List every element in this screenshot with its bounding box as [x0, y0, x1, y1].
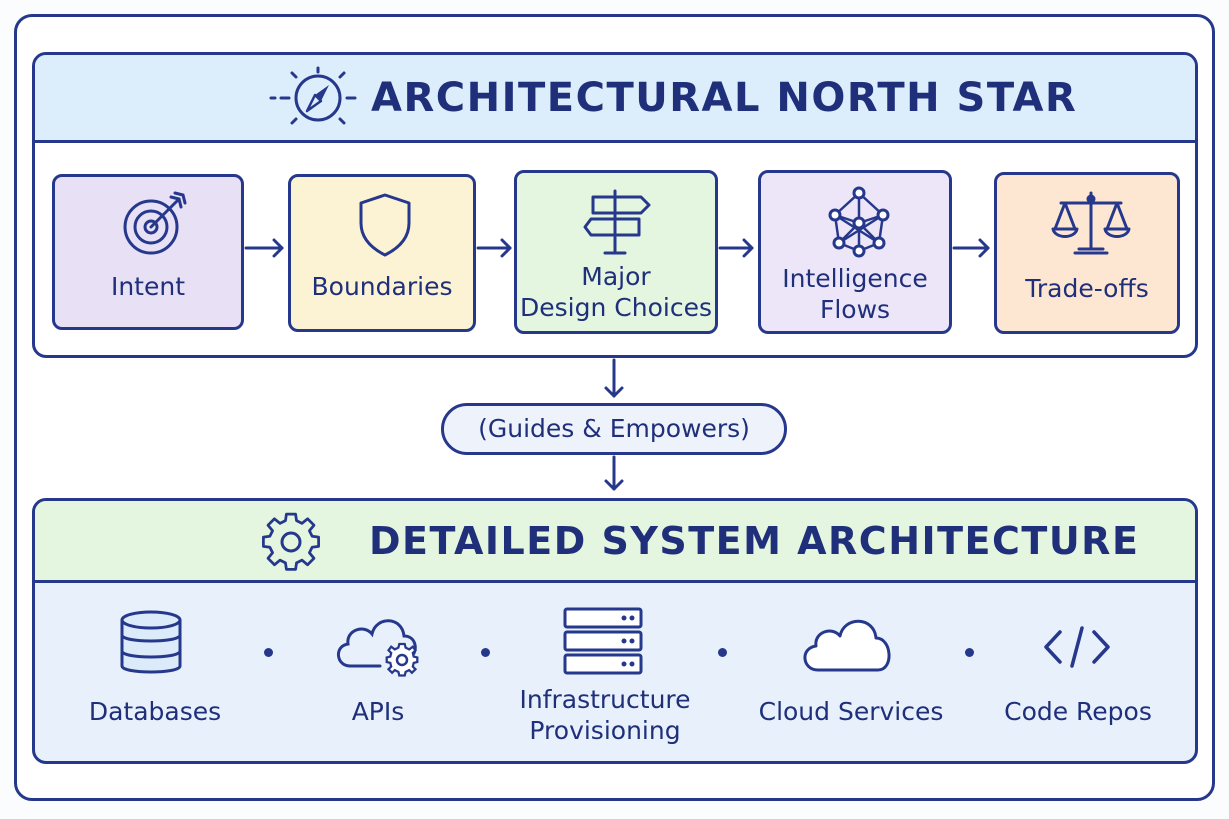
- arrow-down-icon: [604, 455, 624, 491]
- arrow-right-icon: [476, 238, 512, 258]
- cloud-gear-icon: [337, 619, 419, 677]
- component-label: Cloud Services: [758, 697, 944, 726]
- card-label-line: Boundaries: [311, 272, 453, 301]
- card-label-line: Intent: [110, 272, 186, 301]
- separator-dot: [264, 648, 273, 657]
- card-label-line: Design Choices: [520, 293, 712, 322]
- gear-icon: [262, 512, 320, 571]
- card-label-line: Flows: [819, 295, 891, 324]
- component-label: Provisioning: [529, 716, 681, 745]
- card-label-line: Major: [581, 262, 651, 291]
- separator-dot: [965, 648, 974, 657]
- database-icon: [120, 610, 182, 674]
- system-architecture-header: DETAILED SYSTEM ARCHITECTURE: [35, 501, 1195, 583]
- north-star-header: ARCHITECTURAL NORTH STAR: [35, 55, 1195, 143]
- arrow-down-icon: [604, 358, 624, 398]
- card-label-line: Trade-offs: [1025, 274, 1149, 303]
- scales-icon: [1051, 191, 1131, 255]
- target-icon: [123, 191, 187, 255]
- card-label-line: Intelligence: [782, 264, 928, 293]
- arrow-right-icon: [718, 238, 754, 258]
- component-label: Infrastructure: [519, 685, 691, 714]
- compass-icon: [269, 66, 357, 125]
- component-label: Code Repos: [1004, 697, 1152, 726]
- code-brackets-icon: [1044, 626, 1110, 668]
- card-intent: Intent: [52, 174, 244, 330]
- card-boundaries: Boundaries: [288, 174, 476, 332]
- server-rack-icon: [563, 607, 643, 675]
- arrow-right-icon: [244, 238, 284, 258]
- separator-dot: [481, 648, 490, 657]
- cloud-icon: [803, 619, 891, 672]
- guides-empowers-label: (Guides & Empowers): [441, 403, 787, 455]
- card-major-design-choices: Major Design Choices: [514, 170, 718, 334]
- shield-icon: [359, 193, 411, 257]
- system-architecture-title: DETAILED SYSTEM ARCHITECTURE: [369, 519, 1140, 563]
- component-label: APIs: [351, 697, 405, 726]
- network-icon: [828, 186, 890, 258]
- signpost-icon: [583, 189, 651, 255]
- card-trade-offs: Trade-offs: [994, 172, 1180, 334]
- card-intelligence-flows: Intelligence Flows: [758, 170, 952, 334]
- component-label: Databases: [88, 697, 222, 726]
- north-star-title: ARCHITECTURAL NORTH STAR: [371, 75, 1078, 121]
- separator-dot: [718, 648, 727, 657]
- arrow-right-icon: [952, 238, 990, 258]
